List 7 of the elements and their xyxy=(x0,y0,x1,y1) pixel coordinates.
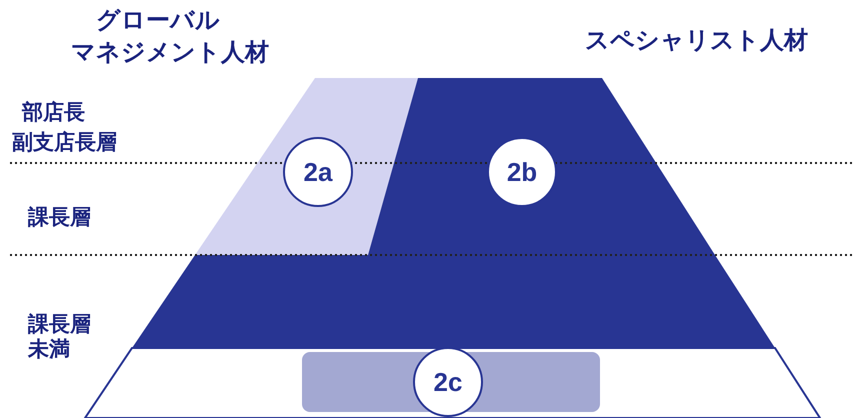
column-heading: スペシャリスト人材 xyxy=(585,26,808,55)
row-label: 課長層未満 xyxy=(28,312,92,362)
row-label: 部店長 xyxy=(22,100,85,126)
row-label: 副支店長層 xyxy=(12,130,117,156)
row-label: 課長層 xyxy=(28,205,91,230)
column-heading: マネジメント人材 xyxy=(70,38,270,67)
column-heading: グローバル xyxy=(95,6,221,35)
